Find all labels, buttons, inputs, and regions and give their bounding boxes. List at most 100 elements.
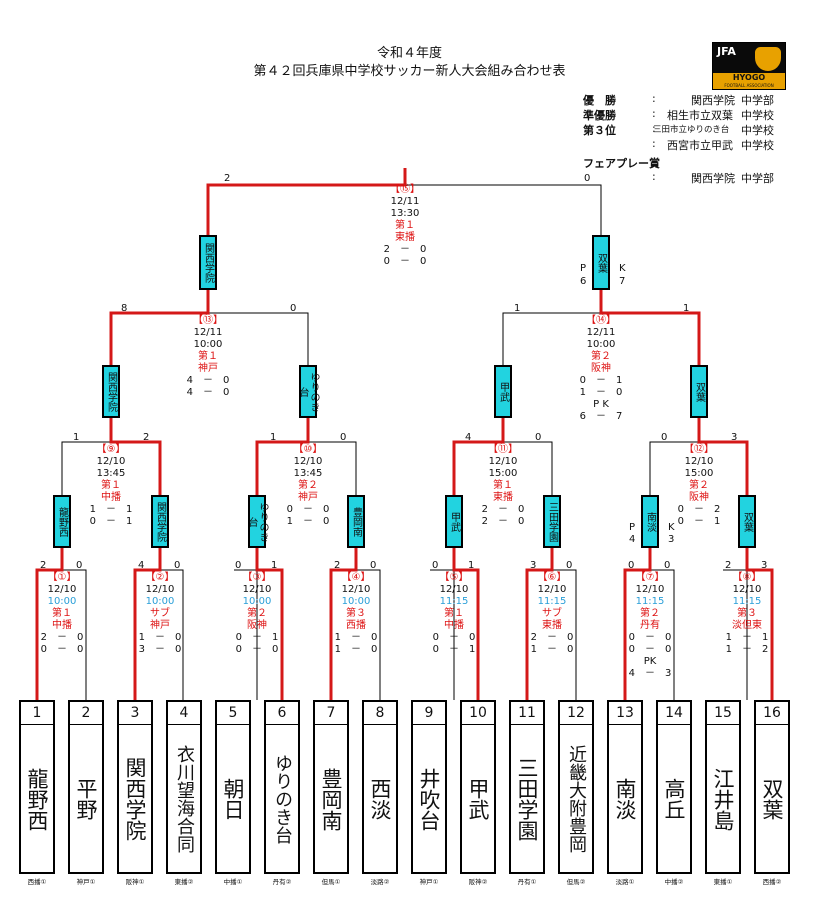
match-right-score: 0 xyxy=(340,432,347,443)
match-score2: 1 － 0 xyxy=(334,644,378,655)
match-venue2: 中播 xyxy=(101,492,121,503)
logo-hyogo-text: HYOGO xyxy=(732,73,766,82)
match-number: 【⑪】 xyxy=(488,444,518,455)
match-right-score: 0 xyxy=(535,432,542,443)
champion-label: 優 勝 xyxy=(583,94,616,107)
team-region: 但馬② xyxy=(566,878,586,886)
r2-winner-box-4: 双葉 xyxy=(690,365,708,418)
match-venue1: 第２ xyxy=(298,480,318,491)
match-venue1: 第１ xyxy=(52,608,72,619)
header-year: 令和４年度 xyxy=(376,46,442,61)
team-region: 但馬① xyxy=(321,878,341,886)
match-time: 10:00 xyxy=(145,596,175,607)
match-left-score: 0 xyxy=(661,432,668,443)
match-venue1: 第３ xyxy=(346,608,366,619)
r3-right-kv: 7 xyxy=(619,276,626,287)
final-info: 【⑮】 12/11 13:30 第１ 東播 2 － 0 0 － 0 xyxy=(370,184,440,268)
team-region: 丹有② xyxy=(272,878,292,886)
match-score2: 3 － 0 xyxy=(138,644,182,655)
team-name: 平野 xyxy=(74,778,98,820)
r1-right-kv: 3 xyxy=(668,534,675,545)
team-box-6: 6 ゆりのき台 xyxy=(264,700,300,874)
r1-winner-box-1: 龍野西 xyxy=(53,495,71,548)
match-score1: 0 － 1 xyxy=(235,632,279,643)
match-score2: 4 － 0 xyxy=(186,387,230,398)
team-region: 神戸① xyxy=(76,878,96,886)
match-venue2: 阪神 xyxy=(591,363,611,374)
third2-school: 西宮市立甲武 xyxy=(667,139,733,152)
match-number: 【⑫】 xyxy=(684,444,714,455)
match-date: 12/10 xyxy=(732,584,762,595)
match-number: 【⑩】 xyxy=(293,444,323,455)
match-right-score: 0 xyxy=(174,560,181,571)
match-venue1: 第２ xyxy=(247,608,267,619)
team-region: 丹有① xyxy=(517,878,537,886)
match-number: 【⑦】 xyxy=(635,572,665,583)
match-number: 【⑬】 xyxy=(193,315,223,326)
final-score1: 2 － 0 xyxy=(383,244,427,255)
team-region: 神戸① xyxy=(419,878,439,886)
logo-jfa-text: JFA xyxy=(717,45,736,58)
match-score1: 2 － 0 xyxy=(481,504,525,515)
match-time: 13:45 xyxy=(293,468,323,479)
team-name: 双葉 xyxy=(760,778,784,820)
match-right-score: 0 xyxy=(664,560,671,571)
match-left-score: 4 xyxy=(138,560,145,571)
team-name: 関西学院 xyxy=(123,757,147,841)
r2-winner-box-3: 甲武 xyxy=(494,365,512,418)
match-score2: 0 － 1 xyxy=(89,516,133,527)
team-box-3: 3 関西学院 xyxy=(117,700,153,874)
third1-school: 三田市立ゆりのき台 xyxy=(653,125,730,135)
team-number: 3 xyxy=(119,702,151,725)
r3-right-p: P xyxy=(580,263,587,274)
team-number: 15 xyxy=(707,702,739,725)
match-right-score: 0 xyxy=(76,560,83,571)
team-name: 豊岡南 xyxy=(319,767,343,831)
match-date: 12/11 xyxy=(193,327,223,338)
team-number: 5 xyxy=(217,702,249,725)
match-date: 12/10 xyxy=(684,456,714,467)
team-name: ゆりのき台 xyxy=(272,754,293,844)
champion-school: 関西学院 xyxy=(691,94,735,107)
match-time: 11:15 xyxy=(537,596,567,607)
match-time: 13:45 xyxy=(96,468,126,479)
r1-right-k: K xyxy=(668,522,675,533)
match-date: 12/10 xyxy=(439,584,469,595)
match-venue2: 阪神 xyxy=(247,620,267,631)
match-venue1: 第３ xyxy=(737,608,757,619)
match-number: 【①】 xyxy=(47,572,77,583)
match-venue1: 第２ xyxy=(640,608,660,619)
team-region: 東播② xyxy=(174,878,194,886)
final-venue1: 第１ xyxy=(395,220,415,231)
match-right-score: 1 xyxy=(683,303,690,314)
team-region: 西播① xyxy=(27,878,47,886)
match-score2: 1 － 0 xyxy=(530,644,574,655)
match-date: 12/10 xyxy=(145,584,175,595)
match-score1: 1 － 1 xyxy=(725,632,769,643)
match-score2: 0 － 0 xyxy=(628,644,672,655)
match-score1: 1 － 0 xyxy=(334,632,378,643)
match-score2: 1 － 0 xyxy=(579,387,623,398)
match-number: 【⑭】 xyxy=(586,315,616,326)
match-right-score: 3 xyxy=(731,432,738,443)
team-number: 11 xyxy=(511,702,543,725)
match-venue2: 阪神 xyxy=(689,492,709,503)
team-number: 6 xyxy=(266,702,298,725)
runner-school: 相生市立双葉 xyxy=(667,109,733,122)
match-score1: 1 － 1 xyxy=(89,504,133,515)
r3-winner-box-1: 関西学院 xyxy=(199,235,217,290)
final-right-score: 0 xyxy=(584,173,591,184)
match-right-score: 0 xyxy=(566,560,573,571)
team-name: 朝日 xyxy=(221,778,245,820)
